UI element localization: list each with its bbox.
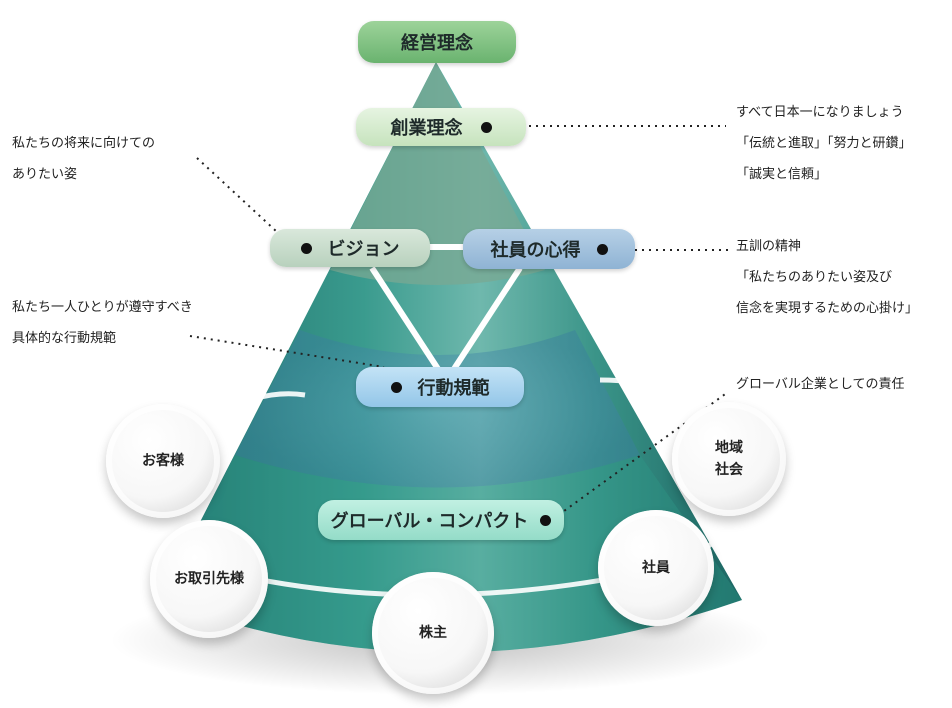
stakeholder-employees: 社員 [598,510,714,626]
note-conduct-line-1: 私たち一人ひとりが遵守すべき [12,300,193,315]
global-compact-label: グローバル・コンパクト [330,511,529,532]
note-global: グローバル企業としての責任 [736,369,904,400]
note-mind-line-1: 五訓の精神 [736,239,802,254]
top-philosophy-pill: 経営理念 [358,21,516,63]
note-founding-line-3: 「誠実と信頼」 [736,167,828,182]
global-compact-dot [540,514,552,526]
employee-mind-label: 社員の心得 [490,240,581,261]
stakeholder-community-label-1: 地域 [715,440,743,456]
stakeholder-partners: お取引先様 [150,520,268,638]
leader-vision [196,157,291,245]
stakeholder-shareholders-label: 株主 [419,625,447,641]
note-vision: 私たちの将来に向けての ありたい姿 [12,128,155,190]
note-mind-line-2: 「私たちのありたい姿及び [736,270,893,285]
cone-blue-band [235,330,640,488]
stakeholder-partners-label: お取引先様 [174,571,244,587]
note-founding-line-2: 「伝統と進取」「努力と研鑽」 [736,136,912,151]
vision-label: ビジョン [327,239,400,260]
stakeholder-community-label-2: 社会 [715,462,743,478]
conduct-pill: 行動規範 [356,367,524,407]
stakeholder-shareholders: 株主 [372,572,494,694]
vision-conduct-connector [369,266,443,374]
mind-conduct-connector [449,266,523,374]
founding-philosophy-pill: 創業理念 [356,108,526,146]
conduct-dot [390,381,402,393]
leader-global [552,391,729,520]
employee-mind-dot [596,243,608,255]
stakeholder-community: 地域 社会 [672,402,786,516]
note-founding: すべて日本一になりましょう 「伝統と進取」「努力と研鑽」 「誠実と信頼」 [736,97,912,190]
vision-dot [300,242,312,254]
global-compact-pill: グローバル・コンパクト [318,500,564,540]
employee-mind-pill: 社員の心得 [463,229,635,269]
note-mind: 五訓の精神 「私たちのありたい姿及び 信念を実現するための心掛け」 [736,231,918,324]
note-global-line-1: グローバル企業としての責任 [736,377,905,392]
founding-dot [480,121,492,133]
stakeholder-customers: お客様 [106,404,220,518]
note-conduct-line-2: 具体的な行動規範 [12,331,117,346]
top-philosophy-label: 経営理念 [401,33,473,54]
founding-philosophy-label: 創業理念 [390,118,463,139]
stakeholder-employees-label: 社員 [642,560,670,576]
cone-lower-band [160,455,742,653]
vision-pill: ビジョン [270,229,430,267]
note-conduct: 私たち一人ひとりが遵守すべき 具体的な行動規範 [12,292,193,354]
note-vision-line-1: 私たちの将来に向けての [12,136,156,151]
note-vision-line-2: ありたい姿 [12,167,78,182]
leader-conduct [189,335,385,368]
conduct-label: 行動規範 [417,378,490,399]
stakeholder-customers-label: お客様 [142,453,184,469]
note-mind-line-3: 信念を実現するための心掛け」 [736,301,919,316]
note-founding-line-1: すべて日本一になりましょう [736,105,904,120]
